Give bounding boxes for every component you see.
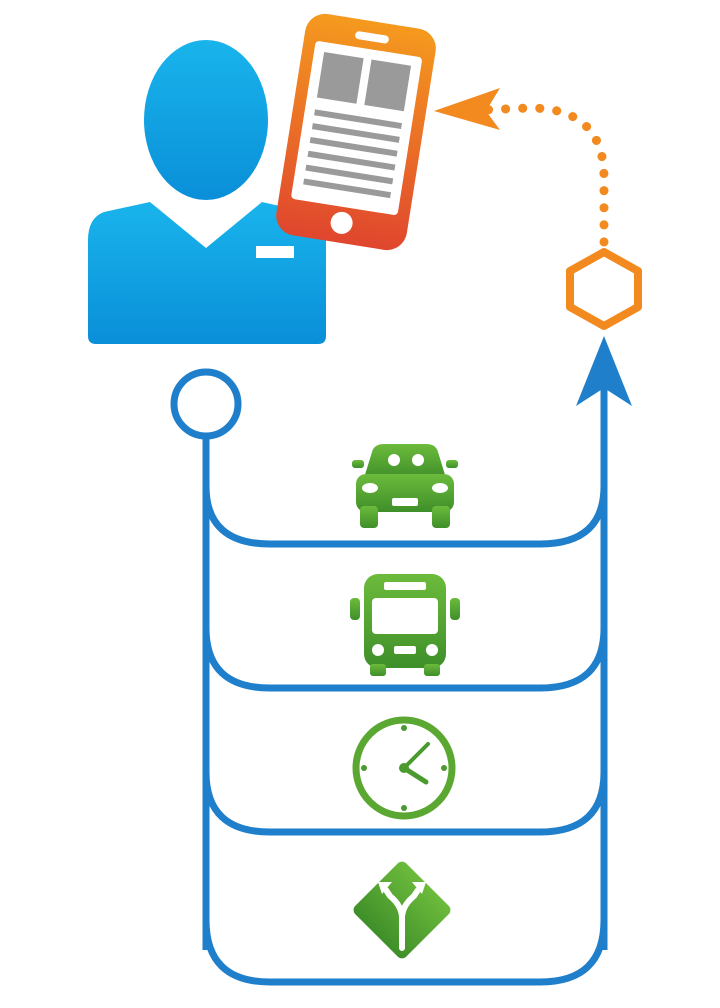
row-divider-bus bbox=[202, 627, 608, 692]
clock-hand-minute bbox=[402, 742, 430, 770]
car-wheel-left bbox=[360, 506, 378, 528]
car-roof bbox=[364, 444, 446, 478]
arrow-up-icon bbox=[576, 336, 632, 406]
car-mirror-left bbox=[352, 460, 364, 468]
row-divider-clock bbox=[202, 771, 608, 836]
car-headlight-left bbox=[362, 483, 378, 493]
screen-text-line-4 bbox=[307, 150, 396, 171]
car-license-plate bbox=[392, 498, 418, 506]
row-divider-car bbox=[202, 485, 608, 548]
flow-path bbox=[170, 368, 608, 986]
route-arrowhead-right bbox=[412, 882, 426, 894]
clock-ticks bbox=[361, 725, 447, 811]
user-body bbox=[88, 202, 326, 344]
dotted-arrow-path bbox=[475, 103, 609, 247]
car-mirror-right bbox=[446, 460, 458, 468]
bus-grille bbox=[394, 646, 416, 654]
car-wheel-right bbox=[432, 506, 450, 528]
clock-center bbox=[399, 763, 409, 773]
screen-image-left bbox=[316, 52, 364, 104]
start-circle-icon bbox=[170, 368, 242, 440]
dotted-arrow-icon bbox=[434, 88, 609, 247]
bus-headlight-right bbox=[426, 644, 438, 656]
screen-text-line-1 bbox=[314, 109, 402, 130]
hexagon-icon bbox=[566, 248, 642, 330]
user-badge bbox=[256, 246, 294, 258]
car-headlight-right bbox=[432, 483, 448, 493]
bus-wheel-right bbox=[424, 664, 440, 676]
bus-windshield bbox=[372, 598, 438, 634]
bus-mirror-left bbox=[350, 598, 360, 620]
screen-text-line-5 bbox=[305, 164, 394, 185]
car-passenger-2 bbox=[412, 454, 424, 466]
screen-text-line-2 bbox=[311, 123, 400, 143]
user-icon bbox=[88, 40, 326, 344]
phone-home-button bbox=[330, 211, 353, 234]
bus-sign bbox=[384, 582, 426, 590]
route-fork-sign-icon bbox=[353, 861, 451, 959]
car-passenger-1 bbox=[388, 454, 400, 466]
smartphone-icon bbox=[276, 13, 436, 251]
bus-wheel-left bbox=[370, 664, 386, 676]
screen-image-right bbox=[364, 59, 412, 112]
route-fork-arrow bbox=[383, 887, 421, 951]
dotted-arrow-head bbox=[434, 88, 500, 130]
bus-icon bbox=[350, 574, 460, 676]
car-body bbox=[356, 474, 454, 512]
bus-headlight-left bbox=[372, 644, 384, 656]
phone-speaker bbox=[355, 31, 389, 44]
screen-text-line-6 bbox=[303, 178, 392, 199]
screen-text-line-3 bbox=[309, 136, 398, 157]
row-divider-route bbox=[202, 919, 608, 986]
bus-mirror-right bbox=[450, 598, 460, 620]
clock-icon bbox=[352, 716, 456, 820]
route-arrowhead-left bbox=[378, 882, 392, 894]
car-icon bbox=[352, 444, 458, 528]
user-head bbox=[144, 40, 268, 200]
